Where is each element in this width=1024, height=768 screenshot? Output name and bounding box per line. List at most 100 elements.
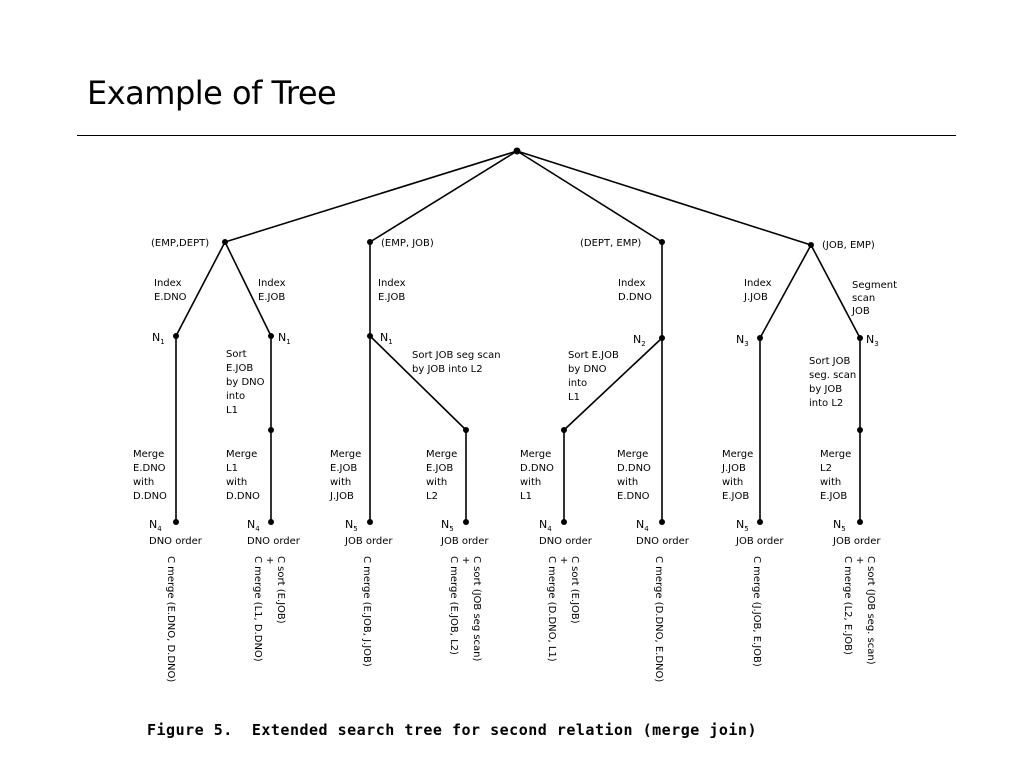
merge-label: with <box>520 477 541 488</box>
access-label: Index <box>154 278 182 289</box>
sort-label: L1 <box>568 392 580 403</box>
sort-node <box>561 427 567 433</box>
cost-plus: + <box>854 556 865 564</box>
sort-label: into <box>226 391 245 402</box>
leaf-order-label: DNO order <box>636 536 690 547</box>
access-label: E.DNO <box>154 292 187 303</box>
slide-title: Example of Tree <box>87 74 337 112</box>
access-label: E.JOB <box>258 292 285 303</box>
leaf-order-label: JOB order <box>735 536 784 547</box>
merge-label: Merge <box>426 449 457 460</box>
node-label: N1 <box>278 331 291 346</box>
merge-label: with <box>133 477 154 488</box>
node-label: N3 <box>866 333 879 348</box>
edge-jobemp-n3b <box>810 244 861 339</box>
cost-formula: C sort (JOB seg scan) <box>471 556 482 662</box>
pair-label: (DEPT, EMP) <box>580 238 641 249</box>
sort-label: Sort <box>226 349 247 360</box>
access-label: Index <box>618 278 646 289</box>
leaf-order-label: DNO order <box>149 536 203 547</box>
merge-label: J.JOB <box>721 463 746 474</box>
sort-node <box>857 427 863 433</box>
sort-label: into <box>568 378 587 389</box>
sort-label: Sort JOB seg scan <box>412 350 501 361</box>
access-label: JOB <box>851 306 870 317</box>
merge-label: with <box>722 477 743 488</box>
leaf-order-label: DNO order <box>247 536 301 547</box>
merge-label: D.DNO <box>226 491 260 502</box>
sort-label: by DNO <box>568 364 607 375</box>
leaf-node <box>561 519 567 525</box>
merge-label: with <box>226 477 247 488</box>
merge-label: with <box>330 477 351 488</box>
merge-label: E.JOB <box>330 463 357 474</box>
access-node <box>857 335 863 341</box>
sort-label: seg. scan <box>809 370 856 381</box>
leaf-node-label: N4 <box>539 518 552 533</box>
access-label: Index <box>378 278 406 289</box>
access-label: Index <box>258 278 286 289</box>
edge-jobemp-n3a <box>759 244 812 339</box>
access-label: D.DNO <box>618 292 652 303</box>
cost-formula: C merge (D.DNO, E.DNO) <box>653 556 664 682</box>
leaf-labels: N4 DNO order N4 DNO order N5 JOB order N… <box>149 518 881 547</box>
cost-formula: C sort (JOB seg. scan) <box>865 556 876 665</box>
merge-label: D.DNO <box>133 491 167 502</box>
access-node <box>173 333 179 339</box>
merge-label: D.DNO <box>617 463 651 474</box>
leaf-node-label: N5 <box>833 518 846 533</box>
edge-root-empjob <box>369 150 518 243</box>
leaf-node <box>857 519 863 525</box>
edge-root-empdept <box>224 150 518 243</box>
sort-label: by DNO <box>226 377 265 388</box>
title-divider <box>77 135 956 136</box>
merge-label: L1 <box>520 491 532 502</box>
pair-label: (EMP, JOB) <box>381 238 434 249</box>
sort-label: L1 <box>226 405 238 416</box>
sort-label: Sort JOB <box>809 356 850 367</box>
access-labels: Index E.DNO Index E.JOB Index E.JOB Inde… <box>154 278 897 317</box>
access-node <box>757 335 763 341</box>
merge-label: Merge <box>617 449 648 460</box>
leaf-node-label: N5 <box>345 518 358 533</box>
cost-formula: C merge (E.JOB, J.JOB) <box>361 556 372 667</box>
merge-label: D.DNO <box>520 463 554 474</box>
cost-formula: C sort (E.JOB) <box>275 556 286 624</box>
access-node <box>367 333 373 339</box>
mid-node-labels: N1 N1 N1 N2 N3 N3 <box>152 331 879 348</box>
cost-formula: C merge (J.JOB, E.JOB) <box>751 556 762 667</box>
merge-label: E.JOB <box>722 491 749 502</box>
access-label: Index <box>744 278 772 289</box>
access-node <box>268 333 274 339</box>
merge-labels: Merge E.DNO with D.DNO Merge L1 with D.D… <box>133 449 851 502</box>
sort-node <box>268 427 274 433</box>
cost-formula: C merge (E.JOB, L2) <box>448 556 459 655</box>
root-node <box>513 147 521 155</box>
edge-root-deptemp <box>516 150 663 243</box>
access-node <box>659 335 665 341</box>
leaf-node <box>268 519 274 525</box>
sort-label: Sort E.JOB <box>568 350 619 361</box>
sort-labels: Sort E.JOB by DNO into L1 Sort JOB seg s… <box>226 349 856 416</box>
merge-label: E.JOB <box>426 463 453 474</box>
node-label: N1 <box>380 331 393 346</box>
merge-label: with <box>426 477 447 488</box>
pair-label: (EMP,DEPT) <box>151 238 209 249</box>
merge-label: L2 <box>426 491 438 502</box>
cost-formula: C merge (L2, E.JOB) <box>842 556 853 655</box>
pair-node <box>659 239 665 245</box>
leaf-node <box>659 519 665 525</box>
merge-label: J.JOB <box>329 491 354 502</box>
merge-label: Merge <box>330 449 361 460</box>
merge-label: Merge <box>226 449 257 460</box>
leaf-node-label: N5 <box>441 518 454 533</box>
pair-node <box>367 239 373 245</box>
merge-label: Merge <box>520 449 551 460</box>
leaf-node <box>173 519 179 525</box>
access-label: E.JOB <box>378 292 405 303</box>
node-label: N1 <box>152 331 165 346</box>
pair-label: (JOB, EMP) <box>822 240 875 251</box>
leaf-order-label: DNO order <box>539 536 593 547</box>
leaf-order-label: JOB order <box>440 536 489 547</box>
